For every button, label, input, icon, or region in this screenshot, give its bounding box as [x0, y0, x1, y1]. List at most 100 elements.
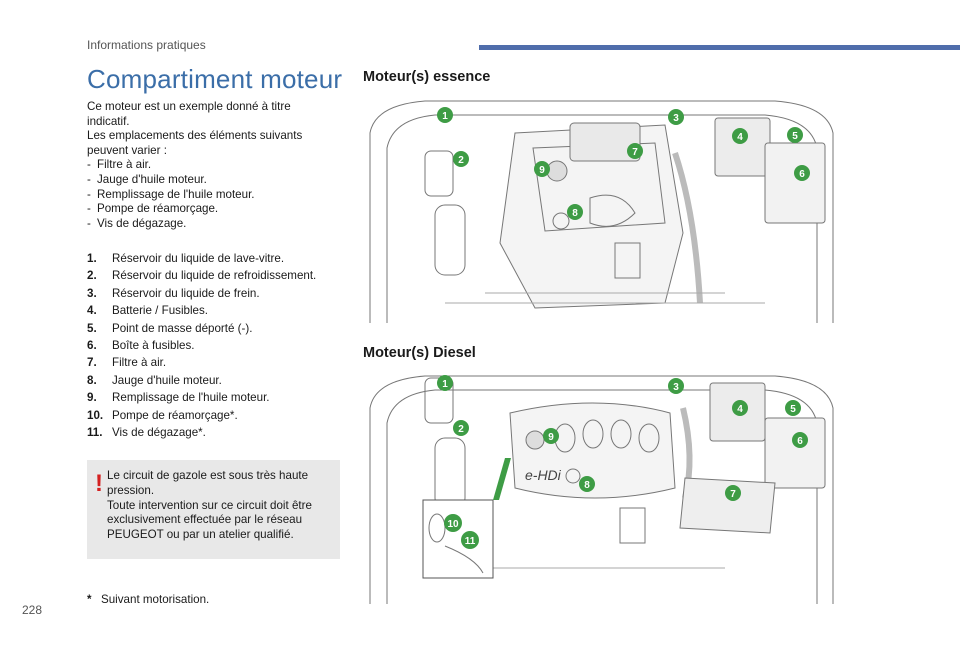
legend-number: 2.: [87, 269, 97, 283]
callout-badge-10: 10: [444, 514, 462, 532]
callout-badge-3: 3: [668, 109, 684, 125]
callout-badge-5: 5: [785, 400, 801, 416]
variable-items-list: Filtre à air. Jauge d'huile moteur. Remp…: [87, 158, 332, 231]
callout-badges: 1 2 3 4 5 6 7 8 9 10 11: [437, 375, 808, 549]
svg-text:8: 8: [572, 208, 578, 219]
legend-row: 9. Remplissage de l'huile moteur.: [87, 391, 342, 408]
petrol-engine-heading: Moteur(s) essence: [363, 69, 491, 85]
footnote: * Suivant motorisation.: [87, 593, 209, 606]
callout-badge-6: 6: [792, 432, 808, 448]
svg-text:6: 6: [799, 169, 805, 180]
intro-paragraph: Les emplacements des éléments suivants p…: [87, 129, 303, 157]
legend-text: Point de masse déporté (-).: [112, 321, 253, 335]
list-item: Vis de dégazage.: [87, 217, 332, 232]
warning-paragraph: Toute intervention sur ce circuit doit ê…: [107, 498, 312, 542]
legend-number: 1.: [87, 252, 97, 265]
callout-badge-1: 1: [437, 375, 453, 391]
component-legend: 1. Réservoir du liquide de lave-vitre. 2.…: [87, 252, 342, 443]
legend-number: 10.: [87, 408, 104, 422]
callout-badges: 1 2 3 4 5 6 7 8 9: [437, 107, 810, 220]
callout-badge-11: 11: [461, 531, 479, 549]
legend-row: 6. Boîte à fusibles.: [87, 339, 342, 356]
svg-text:2: 2: [458, 424, 464, 435]
svg-text:4: 4: [737, 404, 743, 415]
svg-text:2: 2: [458, 155, 464, 166]
svg-text:3: 3: [673, 382, 679, 393]
legend-number: 8.: [87, 373, 97, 387]
petrol-engine-diagram: 1 2 3 4 5 6 7 8 9: [369, 100, 834, 323]
callout-badge-8: 8: [567, 204, 583, 220]
legend-number: 5.: [87, 321, 97, 335]
callout-badge-1: 1: [437, 107, 453, 123]
svg-text:8: 8: [584, 480, 590, 491]
callout-pointer: [493, 458, 511, 500]
diesel-engine-heading: Moteur(s) Diesel: [363, 345, 476, 361]
warning-text: Le circuit de gazole est sous très haute…: [107, 469, 332, 543]
legend-number: 4.: [87, 304, 97, 318]
warning-exclamation-icon: !: [95, 470, 103, 497]
legend-text: Vis de dégazage*.: [112, 425, 206, 439]
svg-text:6: 6: [797, 436, 803, 447]
svg-text:1: 1: [442, 111, 448, 122]
legend-text: Remplissage de l'huile moteur.: [112, 391, 270, 405]
legend-row: 11. Vis de dégazage*.: [87, 426, 342, 443]
legend-row: 8. Jauge d'huile moteur.: [87, 374, 342, 391]
svg-text:9: 9: [539, 165, 545, 176]
svg-text:5: 5: [790, 404, 796, 415]
callout-badge-5: 5: [787, 127, 803, 143]
running-header: Informations pratiques: [87, 38, 206, 52]
legend-number: 11.: [87, 425, 103, 439]
svg-text:5: 5: [792, 131, 798, 142]
diesel-engine-diagram: e-HDi 1 2 3 4 5 6 7 8 9 10 11: [369, 375, 834, 604]
svg-text:10: 10: [447, 519, 459, 530]
legend-text: Jauge d'huile moteur.: [112, 373, 222, 387]
callout-badge-7: 7: [725, 485, 741, 501]
intro-text: Ce moteur est un exemple donné à titre i…: [87, 100, 332, 231]
legend-row: 2. Réservoir du liquide de refroidissemen…: [87, 269, 342, 286]
callout-badge-9: 9: [534, 161, 550, 177]
svg-text:4: 4: [737, 132, 743, 143]
legend-row: 5. Point de masse déporté (-).: [87, 322, 342, 339]
intro-paragraph: Ce moteur est un exemple donné à titre i…: [87, 100, 291, 128]
footnote-text: Suivant motorisation.: [101, 593, 210, 606]
legend-text: Pompe de réamorçage*.: [112, 408, 238, 422]
legend-row: 4. Batterie / Fusibles.: [87, 304, 342, 321]
legend-text: Réservoir du liquide de frein.: [112, 286, 260, 300]
callout-badge-8: 8: [579, 476, 595, 492]
header-accent-bar: [479, 45, 960, 50]
legend-row: 7.Filtre à air.: [87, 356, 342, 373]
callout-badge-4: 4: [732, 400, 748, 416]
callout-badge-7: 7: [627, 143, 643, 159]
warning-box: ! Le circuit de gazole est sous très hau…: [87, 460, 340, 559]
svg-text:9: 9: [548, 432, 554, 443]
svg-text:1: 1: [442, 379, 448, 390]
legend-number: 6.: [87, 338, 97, 352]
callout-badge-6: 6: [794, 165, 810, 181]
legend-text: Boîte à fusibles.: [112, 338, 195, 352]
legend-text: Batterie / Fusibles.: [112, 304, 209, 318]
page-title: Compartiment moteur: [87, 64, 343, 94]
list-item: Filtre à air.: [87, 158, 332, 173]
footnote-marker: *: [87, 593, 92, 606]
page-number: 228: [22, 603, 43, 617]
svg-text:7: 7: [730, 489, 736, 500]
callout-badge-2: 2: [453, 151, 469, 167]
warning-paragraph: Le circuit de gazole est sous très haute…: [107, 469, 309, 497]
legend-number: 3.: [87, 286, 97, 300]
callout-badge-4: 4: [732, 128, 748, 144]
svg-text:7: 7: [632, 147, 638, 158]
legend-text: Filtre à air.: [112, 356, 167, 370]
callout-badge-9: 9: [543, 428, 559, 444]
legend-text: Réservoir du liquide de lave-vitre.: [112, 252, 285, 265]
list-item: Remplissage de l'huile moteur.: [87, 188, 332, 203]
list-item: Pompe de réamorçage.: [87, 202, 332, 217]
legend-row: 10. Pompe de réamorçage*.: [87, 409, 342, 426]
svg-text:3: 3: [673, 113, 679, 124]
legend-text: Réservoir du liquide de refroidissement.: [112, 269, 317, 283]
legend-row: 3. Réservoir du liquide de frein.: [87, 287, 342, 304]
callout-badge-2: 2: [453, 420, 469, 436]
engine-label: e-HDi: [525, 467, 562, 483]
callout-badge-3: 3: [668, 378, 684, 394]
legend-number: 9.: [87, 391, 97, 405]
svg-text:11: 11: [465, 536, 476, 547]
